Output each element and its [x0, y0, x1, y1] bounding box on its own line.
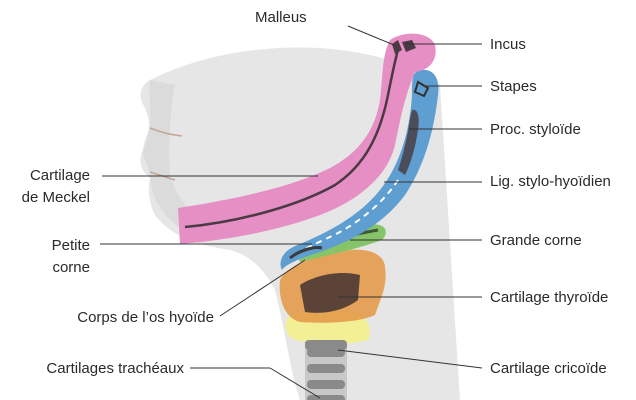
- label-incus: Incus: [490, 35, 526, 54]
- label-cartilage-meckel-line2: de Meckel: [6, 188, 90, 207]
- label-cartilage-thyroide: Cartilage thyroïde: [490, 288, 608, 307]
- label-stapes: Stapes: [490, 77, 537, 96]
- label-corps-os-hyoide: Corps de l’os hyoïde: [10, 308, 214, 327]
- label-cartilage-meckel-line1: Cartilage: [6, 166, 90, 185]
- label-malleus: Malleus: [255, 8, 307, 27]
- label-petite-corne-line2: corne: [6, 258, 90, 277]
- label-grande-corne: Grande corne: [490, 231, 582, 250]
- cricoid-ring: [305, 340, 347, 350]
- label-cartilages-tracheaux: Cartilages trachéaux: [10, 359, 184, 378]
- leader-malleus: [348, 26, 394, 45]
- label-lig-stylo-hyoidien: Lig. stylo-hyoïdien: [490, 172, 611, 191]
- label-cartilage-cricoide: Cartilage cricoïde: [490, 359, 607, 378]
- label-petite-corne-line1: Petite: [6, 236, 90, 255]
- label-proc-styloide: Proc. styloïde: [490, 120, 581, 139]
